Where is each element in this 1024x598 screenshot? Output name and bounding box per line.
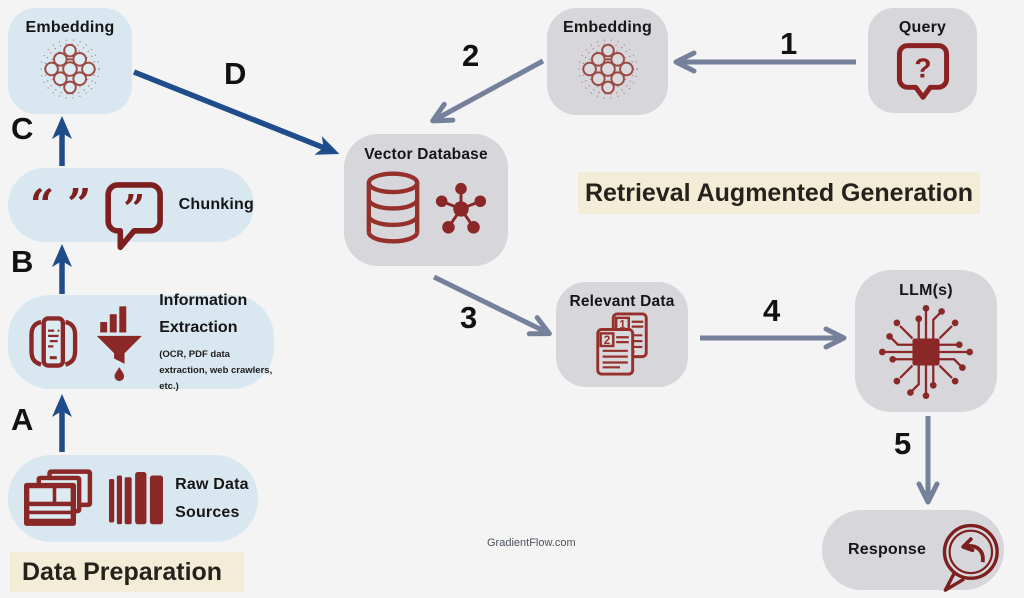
ranked-documents-icon: 1 2: [596, 312, 648, 376]
step-label-3: 3: [460, 300, 478, 335]
reply-bubble-icon: [942, 523, 999, 592]
embedding-icon: [577, 39, 638, 99]
node-label: Response: [848, 541, 927, 558]
step-label-4: 4: [763, 293, 781, 328]
close-quote-icon: ”: [67, 180, 92, 229]
question-bubble-icon: ?: [896, 43, 949, 100]
node-label: Information Extraction: [159, 292, 248, 336]
node-llm: LLM(s): [855, 270, 997, 412]
node-information-extraction: Information Extraction (OCR, PDF data ex…: [8, 292, 274, 392]
node-label: Relevant Data: [569, 293, 675, 310]
node-chunking: “ ” ” Chunking: [8, 168, 254, 251]
step-label-1: 1: [780, 26, 798, 61]
document-scan-icon: [29, 316, 78, 368]
embedding-icon: [40, 39, 100, 99]
node-label: Embedding: [25, 19, 115, 36]
node-label: Raw Data Sources: [175, 476, 249, 521]
step-label-a: A: [11, 402, 34, 437]
step-label-5: 5: [894, 426, 912, 461]
newspapers-icon: [24, 468, 93, 526]
speech-bubble-quote-icon: ”: [105, 182, 164, 251]
node-raw-data-sources: Raw Data Sources: [8, 455, 258, 542]
svg-text:2: 2: [604, 334, 610, 347]
funnel-filter-icon: [96, 306, 142, 382]
section-title-rag: Retrieval Augmented Generation: [578, 172, 980, 214]
vector-cluster-icon: [435, 182, 487, 234]
node-query: Query ?: [868, 8, 977, 113]
open-quote-icon: “: [30, 180, 55, 229]
node-sublabel: (OCR, PDF data extraction, web crawlers,…: [159, 349, 273, 393]
watermark-text: GradientFlow.com: [487, 537, 576, 549]
database-icon: [366, 171, 420, 244]
books-icon: [109, 471, 164, 524]
node-label: Embedding: [563, 19, 652, 36]
step-label-d: D: [224, 56, 247, 91]
node-embedding-query: Embedding: [547, 8, 668, 115]
node-embedding-prep: Embedding: [8, 8, 132, 114]
node-label: Vector Database: [364, 146, 488, 163]
svg-text:?: ?: [914, 52, 931, 83]
step-label-c: C: [11, 111, 34, 146]
node-label: LLM(s): [899, 282, 953, 299]
step-label-2: 2: [462, 38, 480, 73]
arrow-step-3: [432, 274, 552, 337]
section-title-data-preparation: Data Preparation: [10, 552, 244, 592]
svg-text:”: ”: [124, 186, 146, 231]
node-label: Chunking: [178, 196, 254, 213]
node-vector-database: Vector Database: [344, 134, 508, 266]
chip-icon: [878, 304, 974, 400]
svg-text:1: 1: [619, 319, 626, 332]
node-relevant-data: Relevant Data 1 2: [556, 282, 688, 387]
node-response: Response: [822, 510, 1004, 592]
node-label: Query: [898, 19, 947, 36]
step-label-b: B: [11, 244, 34, 279]
arrow-step-2: [430, 58, 545, 124]
